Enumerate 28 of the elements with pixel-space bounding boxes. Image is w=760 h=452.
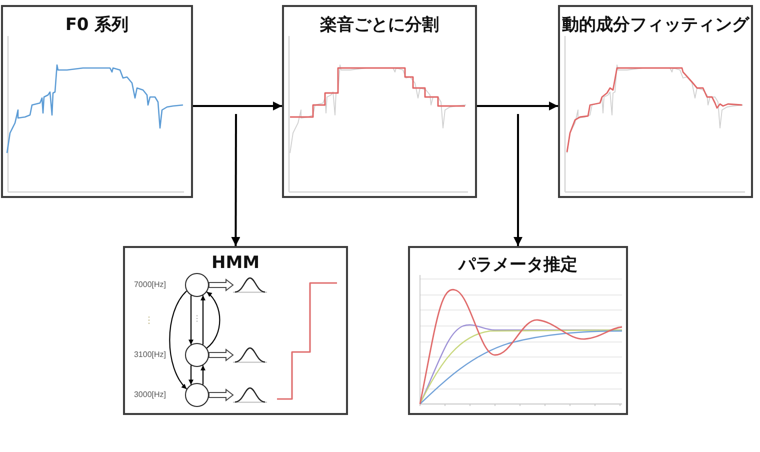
- bell-curve-icon: [233, 387, 267, 403]
- bell-curve-icon: [233, 277, 267, 293]
- panel-title: 楽音ごとに分割: [320, 15, 439, 35]
- vertical-ellipsis: ⋮: [144, 315, 154, 328]
- arrow: [169, 290, 188, 390]
- hollow-arrow: [208, 348, 234, 362]
- hollow-arrow: [208, 278, 234, 292]
- arrow: [514, 114, 522, 246]
- state-label: 3100[Hz]: [134, 350, 166, 360]
- panel-title: パラメータ推定: [458, 255, 578, 275]
- arrow: [231, 114, 240, 246]
- arrow: [188, 295, 194, 345]
- state-label: 3000[Hz]: [134, 390, 166, 400]
- vertical-ellipsis: ⋮: [193, 313, 201, 325]
- arrow: [477, 102, 558, 110]
- panel-title: HMM: [211, 253, 260, 273]
- arrow: [193, 102, 282, 110]
- process-panel: [123, 246, 348, 415]
- process-panel: [1, 5, 193, 198]
- hollow-arrow: [208, 388, 234, 402]
- arrow: [188, 365, 194, 385]
- panel-title: 動的成分フィッティング: [562, 15, 749, 35]
- bell-curve-icon: [233, 347, 267, 363]
- panel-title: F0 系列: [65, 15, 129, 35]
- arrow: [200, 295, 206, 345]
- state-label: 7000[Hz]: [134, 280, 166, 290]
- arrow: [206, 292, 220, 348]
- arrow: [200, 365, 206, 385]
